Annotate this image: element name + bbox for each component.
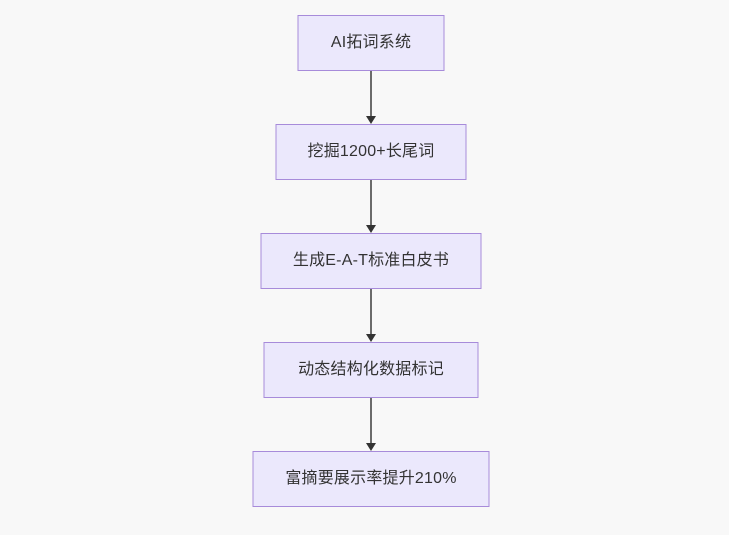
- flow-node-label: 挖掘1200+长尾词: [307, 143, 435, 161]
- arrow-down-icon: [366, 443, 376, 451]
- flow-node-label: 动态结构化数据标记: [298, 361, 444, 379]
- flow-node-label: 富摘要展示率提升210%: [285, 470, 457, 488]
- arrow-down-icon: [366, 334, 376, 342]
- flow-node-n2[interactable]: 挖掘1200+长尾词: [275, 124, 467, 180]
- flow-node-n4[interactable]: 动态结构化数据标记: [263, 342, 479, 398]
- flow-edge-n1-to-n2: [364, 71, 378, 124]
- arrow-down-icon: [366, 116, 376, 124]
- edge-line-icon: [370, 180, 372, 226]
- arrow-down-icon: [366, 225, 376, 233]
- edge-line-icon: [370, 289, 372, 335]
- flow-edge-n3-to-n4: [364, 289, 378, 342]
- flow-node-n3[interactable]: 生成E-A-T标准白皮书: [260, 233, 482, 289]
- flow-node-label: 生成E-A-T标准白皮书: [292, 252, 450, 270]
- flow-node-n5[interactable]: 富摘要展示率提升210%: [252, 451, 490, 507]
- flow-edge-n2-to-n3: [364, 180, 378, 233]
- flow-node-n1[interactable]: AI拓词系统: [297, 15, 445, 71]
- flow-node-label: AI拓词系统: [330, 34, 412, 52]
- flow-edge-n4-to-n5: [364, 398, 378, 451]
- edge-line-icon: [370, 71, 372, 117]
- edge-line-icon: [370, 398, 372, 444]
